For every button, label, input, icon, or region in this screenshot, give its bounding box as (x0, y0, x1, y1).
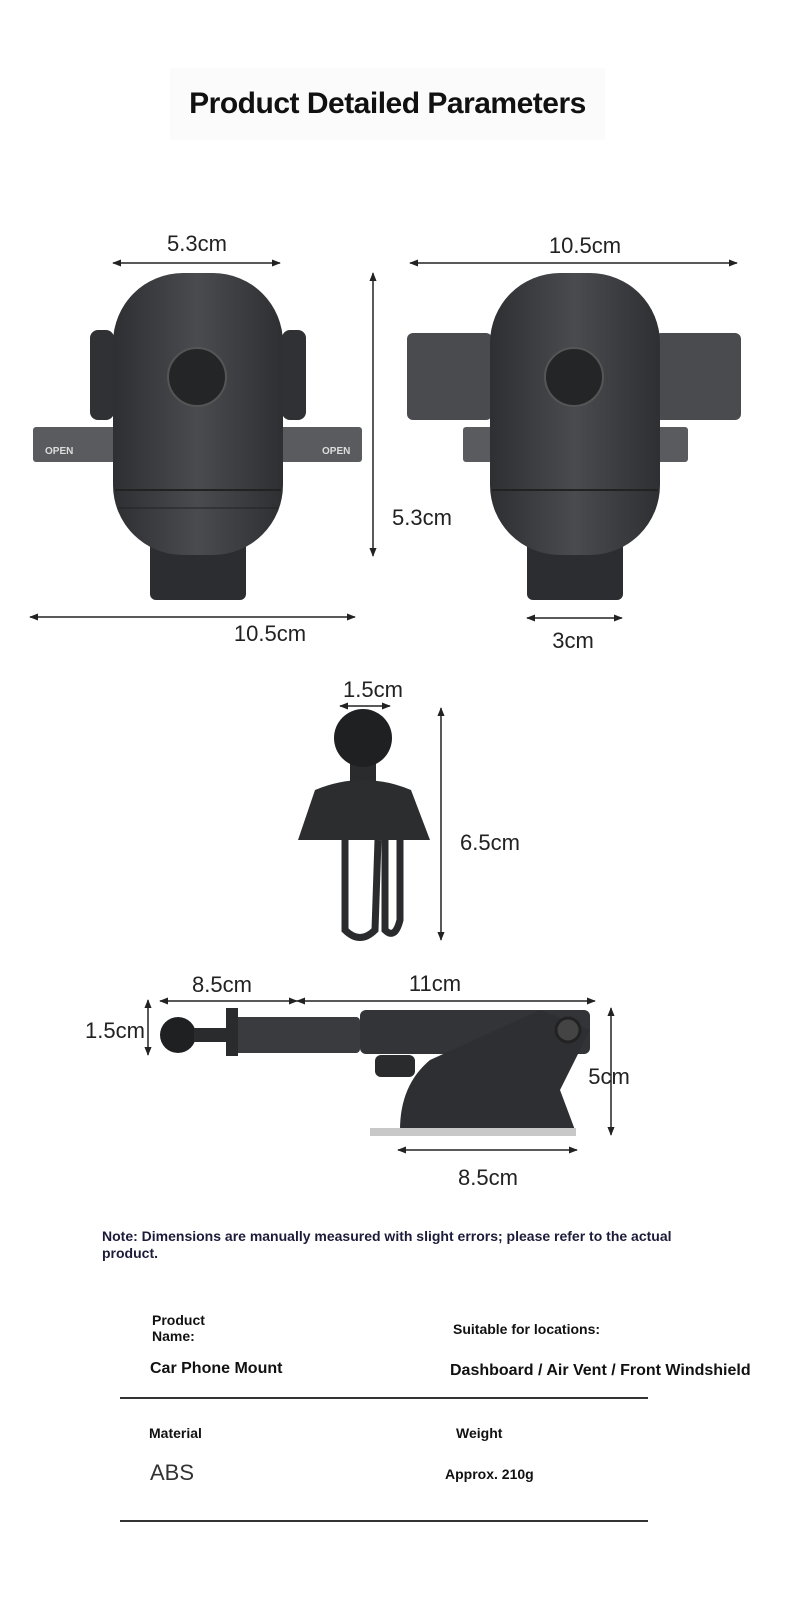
dim-suction-width: 8.5cm (458, 1165, 518, 1190)
dim-expanded-width: 10.5cm (548, 233, 622, 258)
locations-value: Dashboard / Air Vent / Front Windshield (450, 1362, 751, 1379)
dim-vent-ball: 1.5cm (343, 677, 403, 702)
dashboard-arm-image (160, 1008, 590, 1136)
holder-closed-image (33, 273, 362, 600)
page-title: Product Detailed Parameters (170, 68, 605, 140)
open-label-left: OPEN (45, 446, 74, 457)
divider (120, 1520, 648, 1522)
weight-value: Approx. 210g (445, 1466, 534, 1482)
product-name-label: Product Name: (152, 1312, 205, 1344)
material-label: Material (149, 1425, 202, 1441)
holder-open-image (407, 273, 741, 600)
dim-base-width: 3cm (552, 628, 594, 653)
dim-arm-ball: 1.5cm (85, 1018, 145, 1043)
dim-arm-left: 8.5cm (192, 972, 252, 997)
dimension-arrows (29, 259, 738, 1154)
dim-front-bottom-width: 10.5cm (233, 621, 307, 646)
dim-suction-height: 5cm (588, 1064, 630, 1089)
measurement-note: Note: Dimensions are manually measured w… (102, 1228, 672, 1261)
dim-arm-right: 11cm (408, 971, 462, 996)
open-label-right: OPEN (322, 446, 351, 457)
dim-front-top-width: 5.3cm (167, 231, 227, 256)
dim-front-height: 5.3cm (392, 505, 452, 530)
material-value: ABS (150, 1460, 195, 1485)
dim-vent-height: 6.5cm (460, 830, 520, 855)
locations-label: Suitable for locations: (453, 1321, 601, 1337)
vent-clip-image (298, 709, 430, 941)
product-name-value: Car Phone Mount (150, 1360, 283, 1377)
divider (120, 1397, 648, 1399)
weight-label: Weight (456, 1425, 503, 1441)
